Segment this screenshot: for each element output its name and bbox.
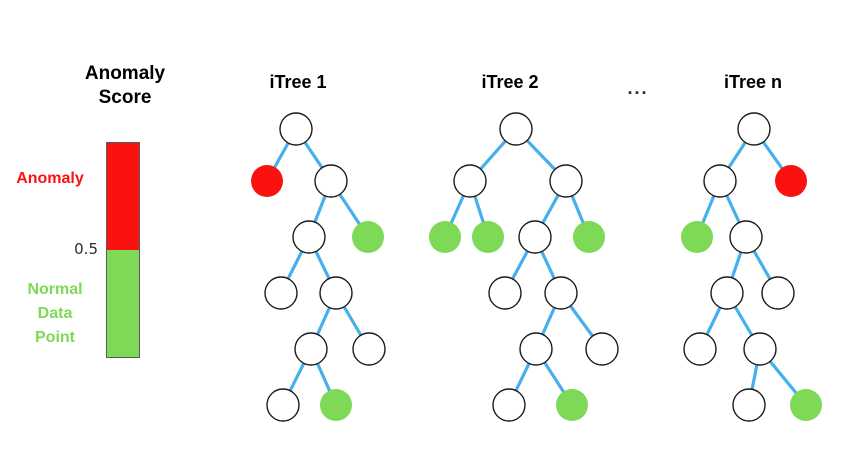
tree-node-internal[interactable] (585, 332, 619, 366)
tree-node-internal[interactable] (761, 276, 795, 310)
tree-node-internal[interactable] (314, 164, 348, 198)
tree-nodes (429, 112, 619, 422)
trees-ellipsis: ... (627, 78, 649, 98)
tree-node-internal[interactable] (743, 332, 777, 366)
tree-node-internal[interactable] (292, 220, 326, 254)
threshold-label: 0.5 (74, 240, 98, 258)
tree-node-internal[interactable] (488, 276, 522, 310)
itree-3 (681, 112, 822, 422)
tree-node-internal[interactable] (549, 164, 583, 198)
tree-node-anomaly[interactable] (251, 165, 283, 197)
tree-node-internal[interactable] (732, 388, 766, 422)
tree-node-normal[interactable] (790, 389, 822, 421)
tree-node-normal[interactable] (681, 221, 713, 253)
tree-node-normal[interactable] (429, 221, 461, 253)
tree-node-normal[interactable] (472, 221, 504, 253)
tree-node-internal[interactable] (519, 332, 553, 366)
tree-node-internal[interactable] (453, 164, 487, 198)
anomaly-score-bar-normal-segment (107, 250, 139, 357)
tree-node-normal[interactable] (352, 221, 384, 253)
anomaly-label: Anomaly (16, 170, 84, 187)
tree-node-internal[interactable] (264, 276, 298, 310)
normal-data-point-label: Normal Data Point (27, 281, 83, 346)
tree-node-normal[interactable] (556, 389, 588, 421)
tree-node-internal[interactable] (703, 164, 737, 198)
itree-2 (429, 112, 619, 422)
tree-node-internal[interactable] (710, 276, 744, 310)
tree-node-internal[interactable] (492, 388, 526, 422)
tree-node-normal[interactable] (320, 389, 352, 421)
anomaly-score-bar-anomaly-segment (107, 143, 139, 250)
tree-node-internal[interactable] (319, 276, 353, 310)
tree-node-internal[interactable] (266, 388, 300, 422)
tree-node-internal[interactable] (352, 332, 386, 366)
tree-nodes (681, 112, 822, 422)
tree-node-normal[interactable] (573, 221, 605, 253)
tree-node-internal[interactable] (544, 276, 578, 310)
anomaly-score-bar (106, 142, 140, 358)
tree-title-1: iTree 1 (269, 72, 327, 92)
tree-nodes (251, 112, 386, 422)
tree-node-internal[interactable] (294, 332, 328, 366)
tree-node-internal[interactable] (729, 220, 763, 254)
tree-node-internal[interactable] (683, 332, 717, 366)
tree-node-internal[interactable] (279, 112, 313, 146)
tree-title-2: iTree 2 (481, 72, 539, 92)
tree-node-internal[interactable] (499, 112, 533, 146)
tree-node-anomaly[interactable] (775, 165, 807, 197)
itree-1 (251, 112, 386, 422)
tree-title-n: iTree n (723, 72, 783, 92)
tree-node-internal[interactable] (737, 112, 771, 146)
anomaly-score-title: Anomaly Score (84, 63, 166, 108)
tree-node-internal[interactable] (518, 220, 552, 254)
